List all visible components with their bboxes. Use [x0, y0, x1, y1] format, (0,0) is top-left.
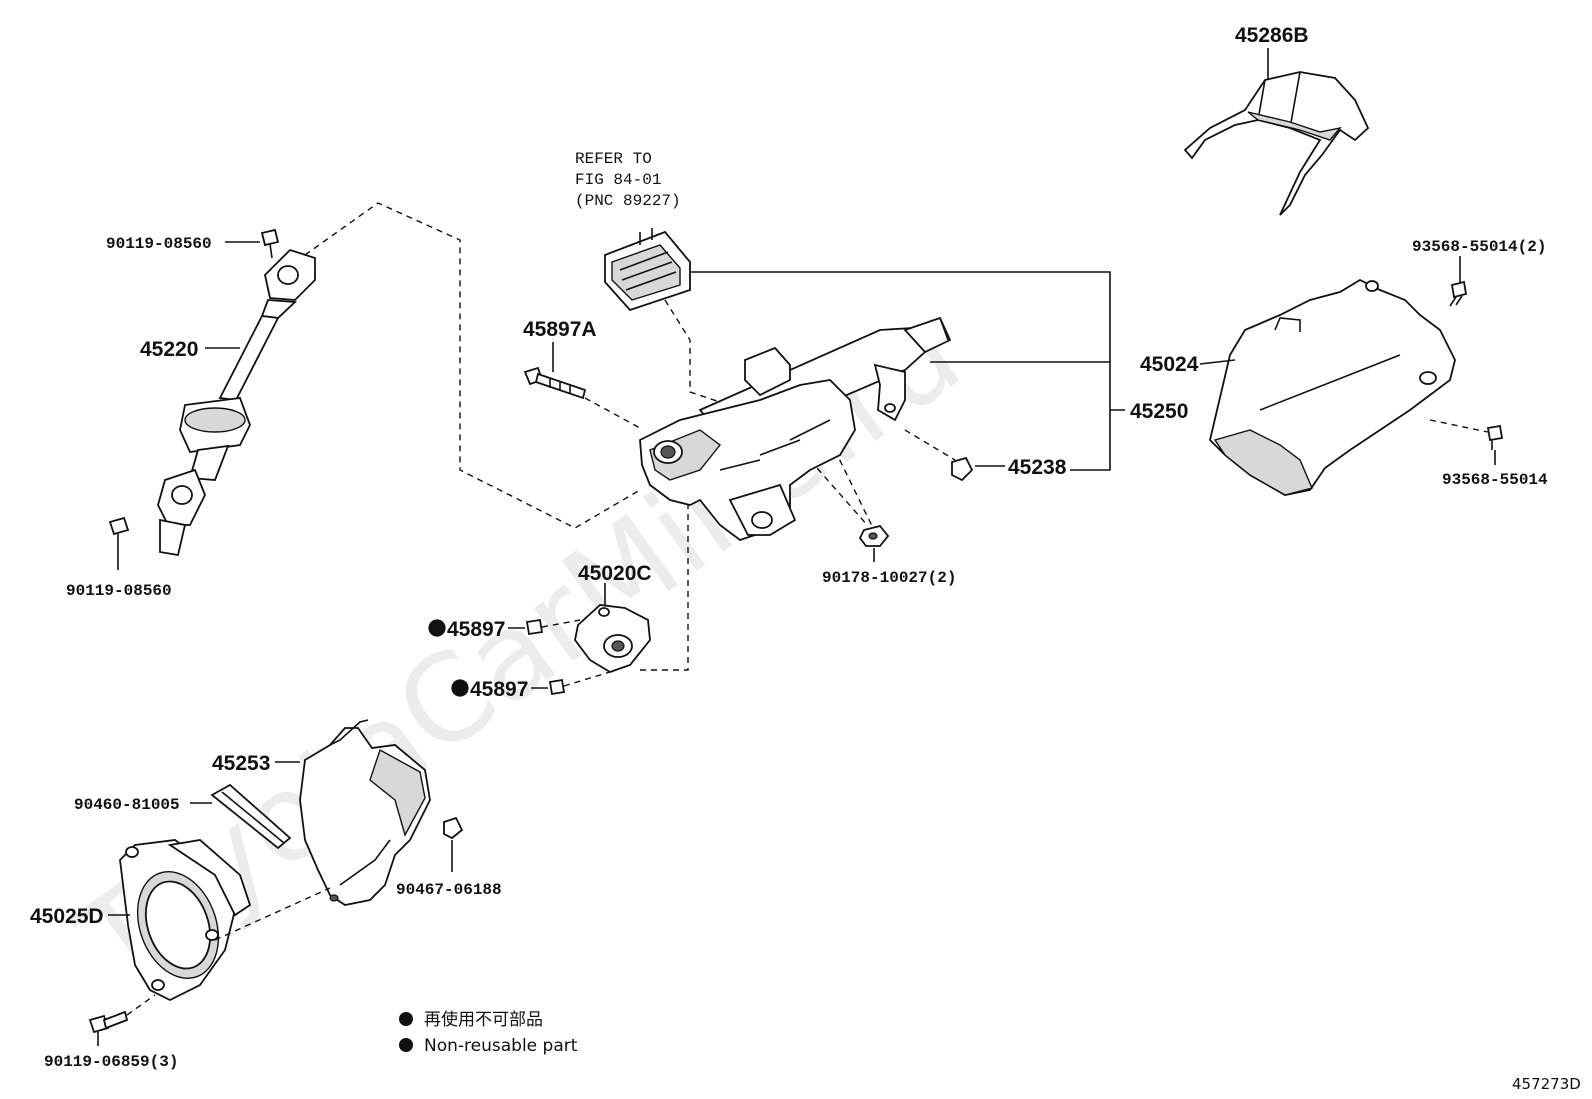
clamp-90460-drawing [210, 783, 292, 850]
bolt-45897a-drawing [523, 366, 587, 400]
hole-cover-45253-drawing [299, 719, 431, 906]
dash-ecu [664, 299, 721, 403]
label-90467-06188: 90467-06188 [396, 881, 502, 899]
legend-dot-jp [399, 1012, 413, 1026]
nonreusable-dot-45897-a [428, 619, 446, 637]
dash-45020c [640, 505, 689, 671]
screw-93568-upper-drawing [1449, 280, 1468, 307]
figure-code: 457273D [1512, 1075, 1581, 1093]
clip-45238-drawing [951, 456, 974, 482]
dash-45238 [904, 429, 956, 461]
dash-45897-b [563, 671, 611, 687]
label-45220: 45220 [140, 338, 198, 361]
intermediate-shaft-drawing [157, 248, 316, 557]
refer-line-2: FIG 84-01 [575, 171, 661, 189]
bolt-45897-b-drawing [548, 678, 566, 696]
label-45897-a: 45897 [447, 618, 505, 641]
label-45897-b: 45897 [470, 678, 528, 701]
label-45238: 45238 [1008, 456, 1067, 479]
bolt-90119-06859-drawing [88, 1010, 129, 1034]
label-90119-08560-bottom: 90119-08560 [66, 582, 172, 600]
ecu-module-drawing [604, 228, 691, 312]
label-90119-08560-top: 90119-08560 [106, 235, 212, 253]
dash-90119-06859 [126, 994, 156, 1016]
dash-shaft-to-column [304, 202, 641, 529]
steering-column-drawing [639, 316, 952, 542]
label-45253: 45253 [212, 752, 270, 775]
label-45250: 45250 [1130, 400, 1188, 423]
bolt-45897-a-drawing [525, 618, 544, 636]
label-90178-10027-2: 90178-10027(2) [822, 569, 956, 587]
hole-cover-seal-45025d-drawing [119, 839, 252, 1002]
label-45286b: 45286B [1235, 24, 1309, 47]
column-cover-lower-drawing [1209, 278, 1456, 496]
legend-jp: 再使用不可部品 [424, 1009, 543, 1030]
legend-en: Non-reusable part [424, 1036, 578, 1056]
legend-dot-en [399, 1038, 413, 1052]
column-cover-upper-drawing [1183, 71, 1370, 216]
bolt-90119-bottom-drawing [108, 516, 130, 548]
label-45897a: 45897A [523, 318, 597, 341]
label-90460-81005: 90460-81005 [74, 796, 180, 814]
label-90119-06859-3: 90119-06859(3) [44, 1053, 178, 1071]
refer-line-3: (PNC 89227) [575, 192, 681, 210]
bolt-90119-top-drawing [260, 228, 280, 259]
label-45025d: 45025D [30, 905, 104, 928]
leader-45024 [1199, 359, 1236, 365]
label-93568-55014: 93568-55014 [1442, 471, 1548, 489]
bracket-45250 [660, 271, 1125, 471]
label-93568-55014-2: 93568-55014(2) [1412, 238, 1546, 256]
label-45020c: 45020C [578, 562, 652, 585]
lock-housing-45020c-drawing [574, 604, 651, 673]
nut-90178-drawing [858, 524, 890, 547]
dash-45897a [584, 397, 641, 429]
nonreusable-dot-45897-b [451, 679, 469, 697]
refer-line-1: REFER TO [575, 150, 652, 168]
clip-90467-drawing [443, 816, 464, 840]
screw-93568-lower-drawing [1486, 424, 1504, 450]
dash-93568-lower [1429, 419, 1489, 433]
label-45024: 45024 [1140, 353, 1199, 376]
